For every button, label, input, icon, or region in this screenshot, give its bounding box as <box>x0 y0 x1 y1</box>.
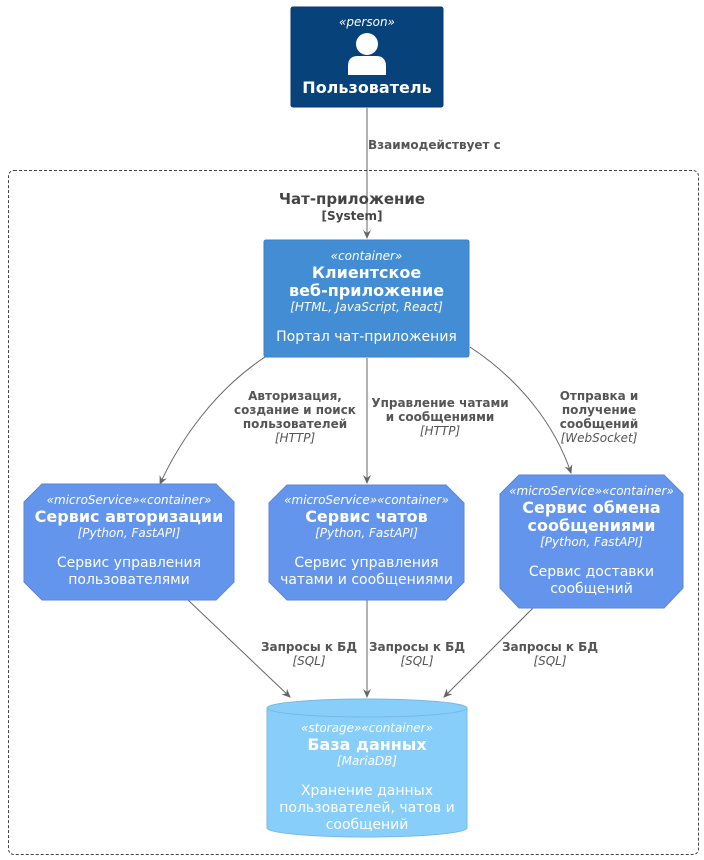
edge-auth-db-text: Запросы к БД <box>260 640 358 654</box>
edge-web-auth-line1: Авторизация, <box>248 389 342 403</box>
chat-desc-line1: Сервис управления <box>294 555 439 571</box>
chat-title: Сервис чатов <box>305 507 428 526</box>
auth-desc-line1: Сервис управления <box>56 555 202 571</box>
edge-label-person-web: Взаимодействует с <box>368 138 501 152</box>
web-tech: [HTML, JavaScript, React] <box>290 300 443 314</box>
chat-tech: [Python, FastAPI] <box>315 526 418 540</box>
auth-desc-line2: пользователями <box>68 572 190 588</box>
person-title-wrap: Пользователь <box>291 79 443 97</box>
chat-desc-line2: чатами и сообщениями <box>280 572 453 588</box>
msg-tech: [Python, FastAPI] <box>540 535 643 549</box>
edge-label-msg-db: Запросы к БД [SQL] <box>491 640 609 668</box>
edge-web-chat-tech: [HTTP] <box>419 424 461 438</box>
db-title: База данных <box>307 735 427 754</box>
msg-service-box[interactable] <box>499 474 684 609</box>
db-desc-line3: сообщений <box>325 817 409 833</box>
auth-tech: [Python, FastAPI] <box>77 526 181 540</box>
web-container-box[interactable] <box>263 239 470 358</box>
db-desc-line1: Хранение данных <box>300 783 434 799</box>
msg-service-label: «microService»«container» Сервис обмена … <box>500 484 683 598</box>
auth-service-box[interactable] <box>23 483 235 601</box>
edge-person-web-text: Взаимодействует с <box>368 138 501 152</box>
edge-web-msg-line3: сообщений <box>559 417 639 431</box>
web-title-line1: Клиентское <box>311 263 422 282</box>
msg-title-line2: сообщениями <box>527 516 656 535</box>
msg-desc-line1: Сервис доставки <box>528 564 655 580</box>
chat-service-label: «microService»«container» Сервис чатов [… <box>269 493 464 589</box>
edge-label-chat-db: Запросы к БД [SQL] <box>358 640 476 668</box>
system-type: [System] <box>321 209 383 223</box>
edge-msg-db-tech: [SQL] <box>533 654 567 668</box>
edge-msg-db <box>443 607 534 698</box>
edge-web-msg-line2: получение <box>561 403 637 417</box>
edge-label-auth-db: Запросы к БД [SQL] <box>250 640 368 668</box>
person-label: «person» <box>291 15 443 30</box>
web-container-label: «container» Клиентское веб-приложение [H… <box>264 249 469 346</box>
auth-service-label: «microService»«container» Сервис авториз… <box>24 493 234 589</box>
edge-chat-db-text: Запросы к БД <box>368 640 466 654</box>
edge-label-web-chat: Управление чатами и сообщениями [HTTP] <box>360 396 520 438</box>
edge-web-auth-line2: создание и поиск <box>234 403 356 417</box>
edge-web-msg-line1: Отправка и <box>559 389 639 403</box>
edge-web-auth-tech: [HTTP] <box>274 431 316 445</box>
edge-web-auth-line3: пользователей <box>242 417 348 431</box>
edge-web-msg <box>469 346 573 474</box>
msg-title-line1: Сервис обмена <box>522 498 661 517</box>
database-cylinder[interactable] <box>266 698 468 838</box>
person-stereotype: «person» <box>339 15 395 29</box>
web-title-line2: веб-приложение <box>288 281 445 300</box>
msg-desc-line2: сообщений <box>550 581 633 597</box>
chat-service-box[interactable] <box>268 484 465 601</box>
edge-label-web-auth: Авторизация, создание и поиск пользовате… <box>225 389 365 445</box>
edge-chat-db-tech: [SQL] <box>400 654 434 668</box>
edge-label-web-msg: Отправка и получение сообщений [WebSocke… <box>540 389 658 445</box>
chat-stereotype: «microService»«container» <box>284 493 449 507</box>
db-tech: [MariaDB] <box>336 754 398 768</box>
person-title: Пользователь <box>302 78 432 97</box>
db-desc-line2: пользователей, чатов и <box>279 800 455 816</box>
edge-auth-db <box>187 599 291 698</box>
system-title: Чат-приложение <box>278 190 426 208</box>
system-boundary <box>8 170 699 855</box>
person-icon <box>348 33 386 75</box>
web-desc: Портал чат-приложения <box>276 329 457 345</box>
edge-web-msg-tech: [WebSocket] <box>560 431 638 445</box>
msg-stereotype: «microService»«container» <box>509 484 674 498</box>
edge-auth-db-tech: [SQL] <box>292 654 326 668</box>
db-stereotype: «storage»«container» <box>300 721 434 735</box>
edge-web-auth <box>159 356 266 485</box>
edge-web-chat-line2: и сообщениями <box>385 410 495 424</box>
database-label: «storage»«container» База данных [MariaD… <box>267 721 467 834</box>
edge-web-chat-line1: Управление чатами <box>371 396 509 410</box>
web-stereotype: «container» <box>330 249 403 263</box>
edge-msg-db-text: Запросы к БД <box>501 640 599 654</box>
auth-title: Сервис авторизации <box>34 507 224 526</box>
auth-stereotype: «microService»«container» <box>46 493 212 507</box>
